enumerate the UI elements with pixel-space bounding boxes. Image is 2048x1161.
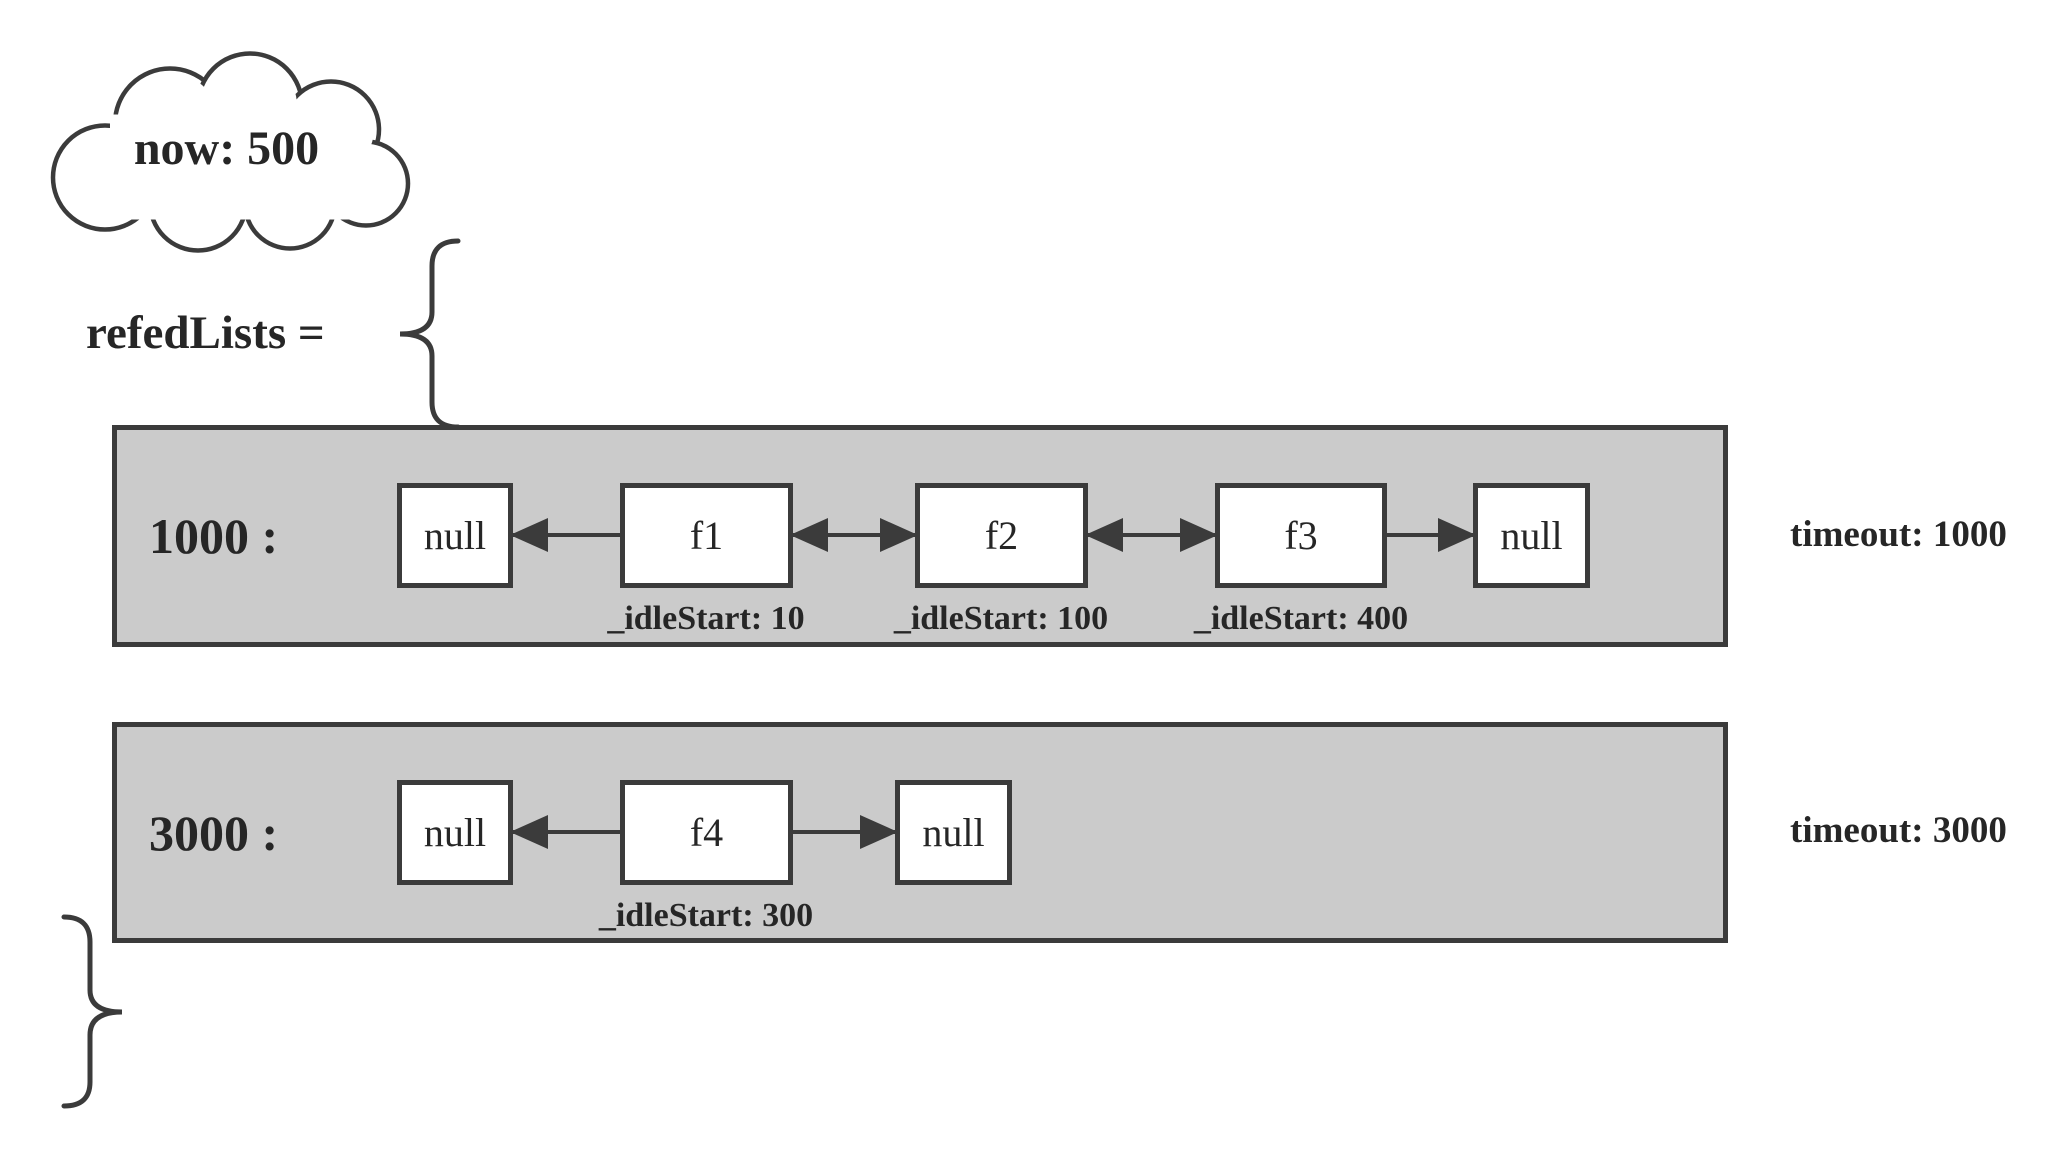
timeout-label-1000: timeout: 1000	[1790, 514, 2007, 555]
timeout-label-3000: timeout: 3000	[1790, 810, 2007, 851]
pointer-arrow-left	[510, 815, 620, 849]
node-timer-f3: f3	[1215, 483, 1387, 588]
node-null-next: null	[895, 780, 1012, 885]
arrowhead-left-icon	[510, 518, 548, 552]
node-null-prev: null	[397, 483, 513, 588]
cloud-icon	[50, 51, 411, 253]
opening-brace-icon	[399, 238, 461, 430]
arrowhead-left-icon	[1085, 518, 1123, 552]
arrowhead-right-icon	[1438, 518, 1476, 552]
arrowhead-right-icon	[1180, 518, 1218, 552]
node-timer-f1: f1	[620, 483, 793, 588]
now-label: now: 500	[133, 121, 320, 175]
idle-start-label: _idleStart: 300	[598, 897, 814, 934]
node-null-prev: null	[397, 780, 513, 885]
node-timer-f4: f4	[620, 780, 793, 885]
refed-lists-label: refedLists =	[86, 307, 325, 359]
idle-start-label: _idleStart: 100	[893, 600, 1109, 637]
pointer-arrow-right	[1387, 518, 1476, 552]
arrowhead-left-icon	[790, 518, 828, 552]
timer-list-1000: 1000 : null f1 f2 f3 null _idleStart: 10…	[112, 425, 1728, 647]
pointer-arrow-double	[790, 518, 918, 552]
list-key-label: 1000 :	[149, 507, 279, 564]
node-timer-f2: f2	[915, 483, 1088, 588]
closing-brace-icon	[61, 914, 123, 1109]
pointer-arrow-left	[510, 518, 620, 552]
idle-start-label: _idleStart: 400	[1193, 600, 1409, 637]
pointer-arrow-double	[1085, 518, 1218, 552]
arrowhead-right-icon	[860, 815, 898, 849]
node-null-next: null	[1473, 483, 1590, 588]
arrowhead-right-icon	[880, 518, 918, 552]
timer-list-3000: 3000 : null f4 null _idleStart: 300	[112, 722, 1728, 943]
pointer-arrow-right	[793, 815, 898, 849]
idle-start-label: _idleStart: 10	[607, 600, 805, 637]
list-key-label: 3000 :	[149, 804, 279, 861]
arrowhead-left-icon	[510, 815, 548, 849]
